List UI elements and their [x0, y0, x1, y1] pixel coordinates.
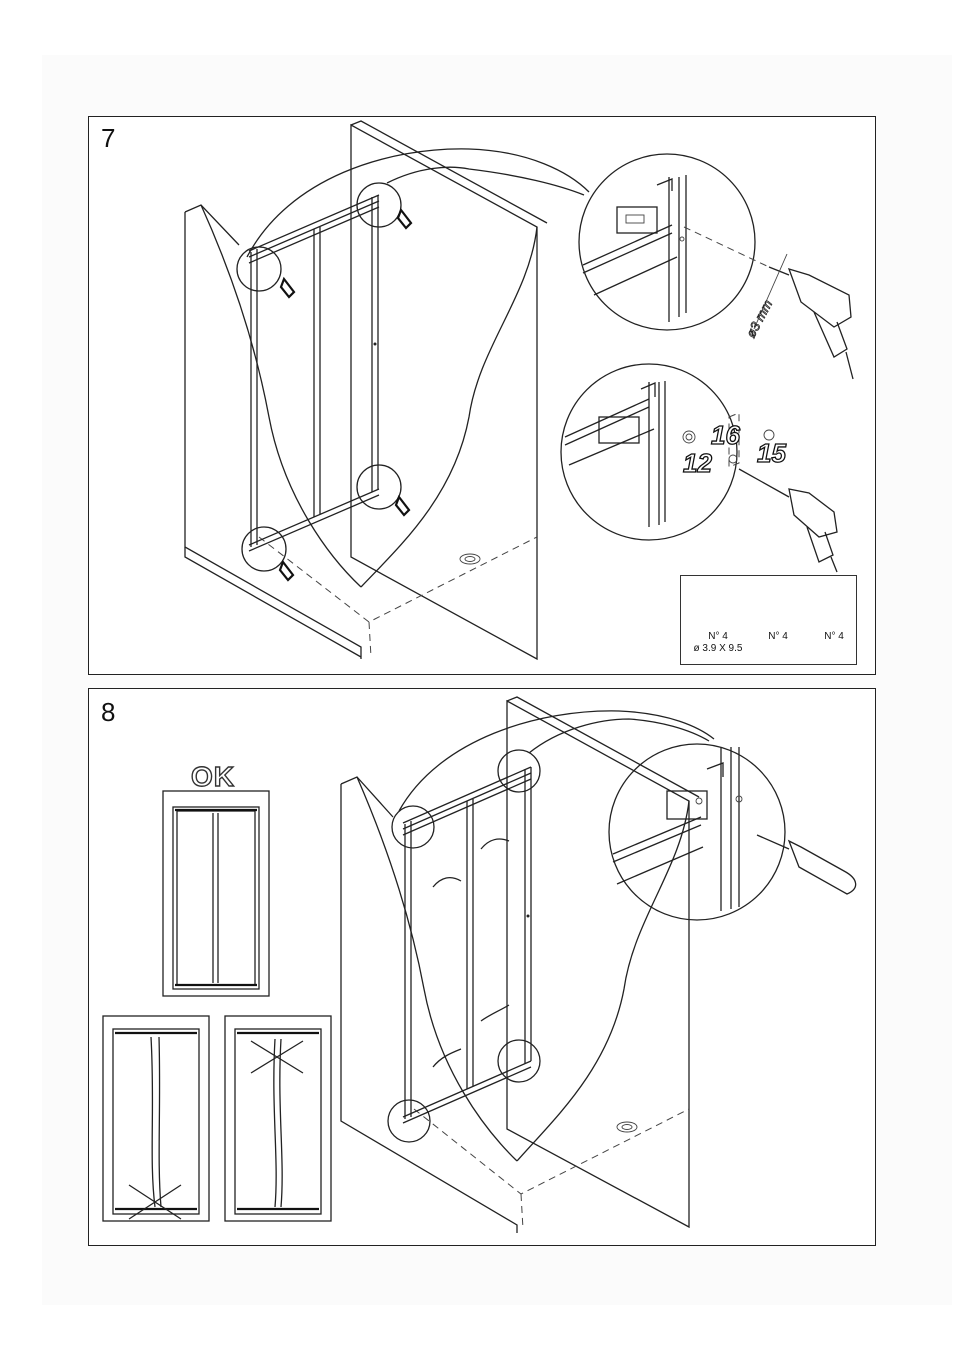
incorrect-door-diagram-1 [103, 1016, 209, 1221]
detail-circle-screwdriver [609, 744, 856, 920]
washer-part: N° 4 [753, 631, 803, 643]
part-number-12: 12 [683, 448, 712, 479]
part-number-15: 15 [757, 438, 786, 469]
correct-door-diagram [163, 791, 269, 996]
parts-list-box: N° 4 ø 3.9 X 9.5 N° 4 N° 4 [680, 575, 857, 665]
step-8-illustration [89, 689, 875, 1245]
step-8-panel: 8 OK [88, 688, 876, 1246]
incorrect-door-diagram-2 [225, 1016, 331, 1221]
drill-small-icon [280, 210, 411, 580]
screw-qty: N° 4 [683, 631, 753, 643]
step-7-panel: 7 [88, 116, 876, 675]
washer-qty: N° 4 [753, 631, 803, 643]
detail-circle-drill [579, 154, 853, 379]
cap-part: N° 4 [809, 631, 859, 643]
screw-part: N° 4 ø 3.9 X 9.5 [683, 631, 753, 655]
screw-spec: ø 3.9 X 9.5 [683, 643, 753, 655]
cap-qty: N° 4 [809, 631, 859, 643]
enclosure-drawing [341, 697, 714, 1233]
part-number-16: 16 [711, 420, 740, 451]
